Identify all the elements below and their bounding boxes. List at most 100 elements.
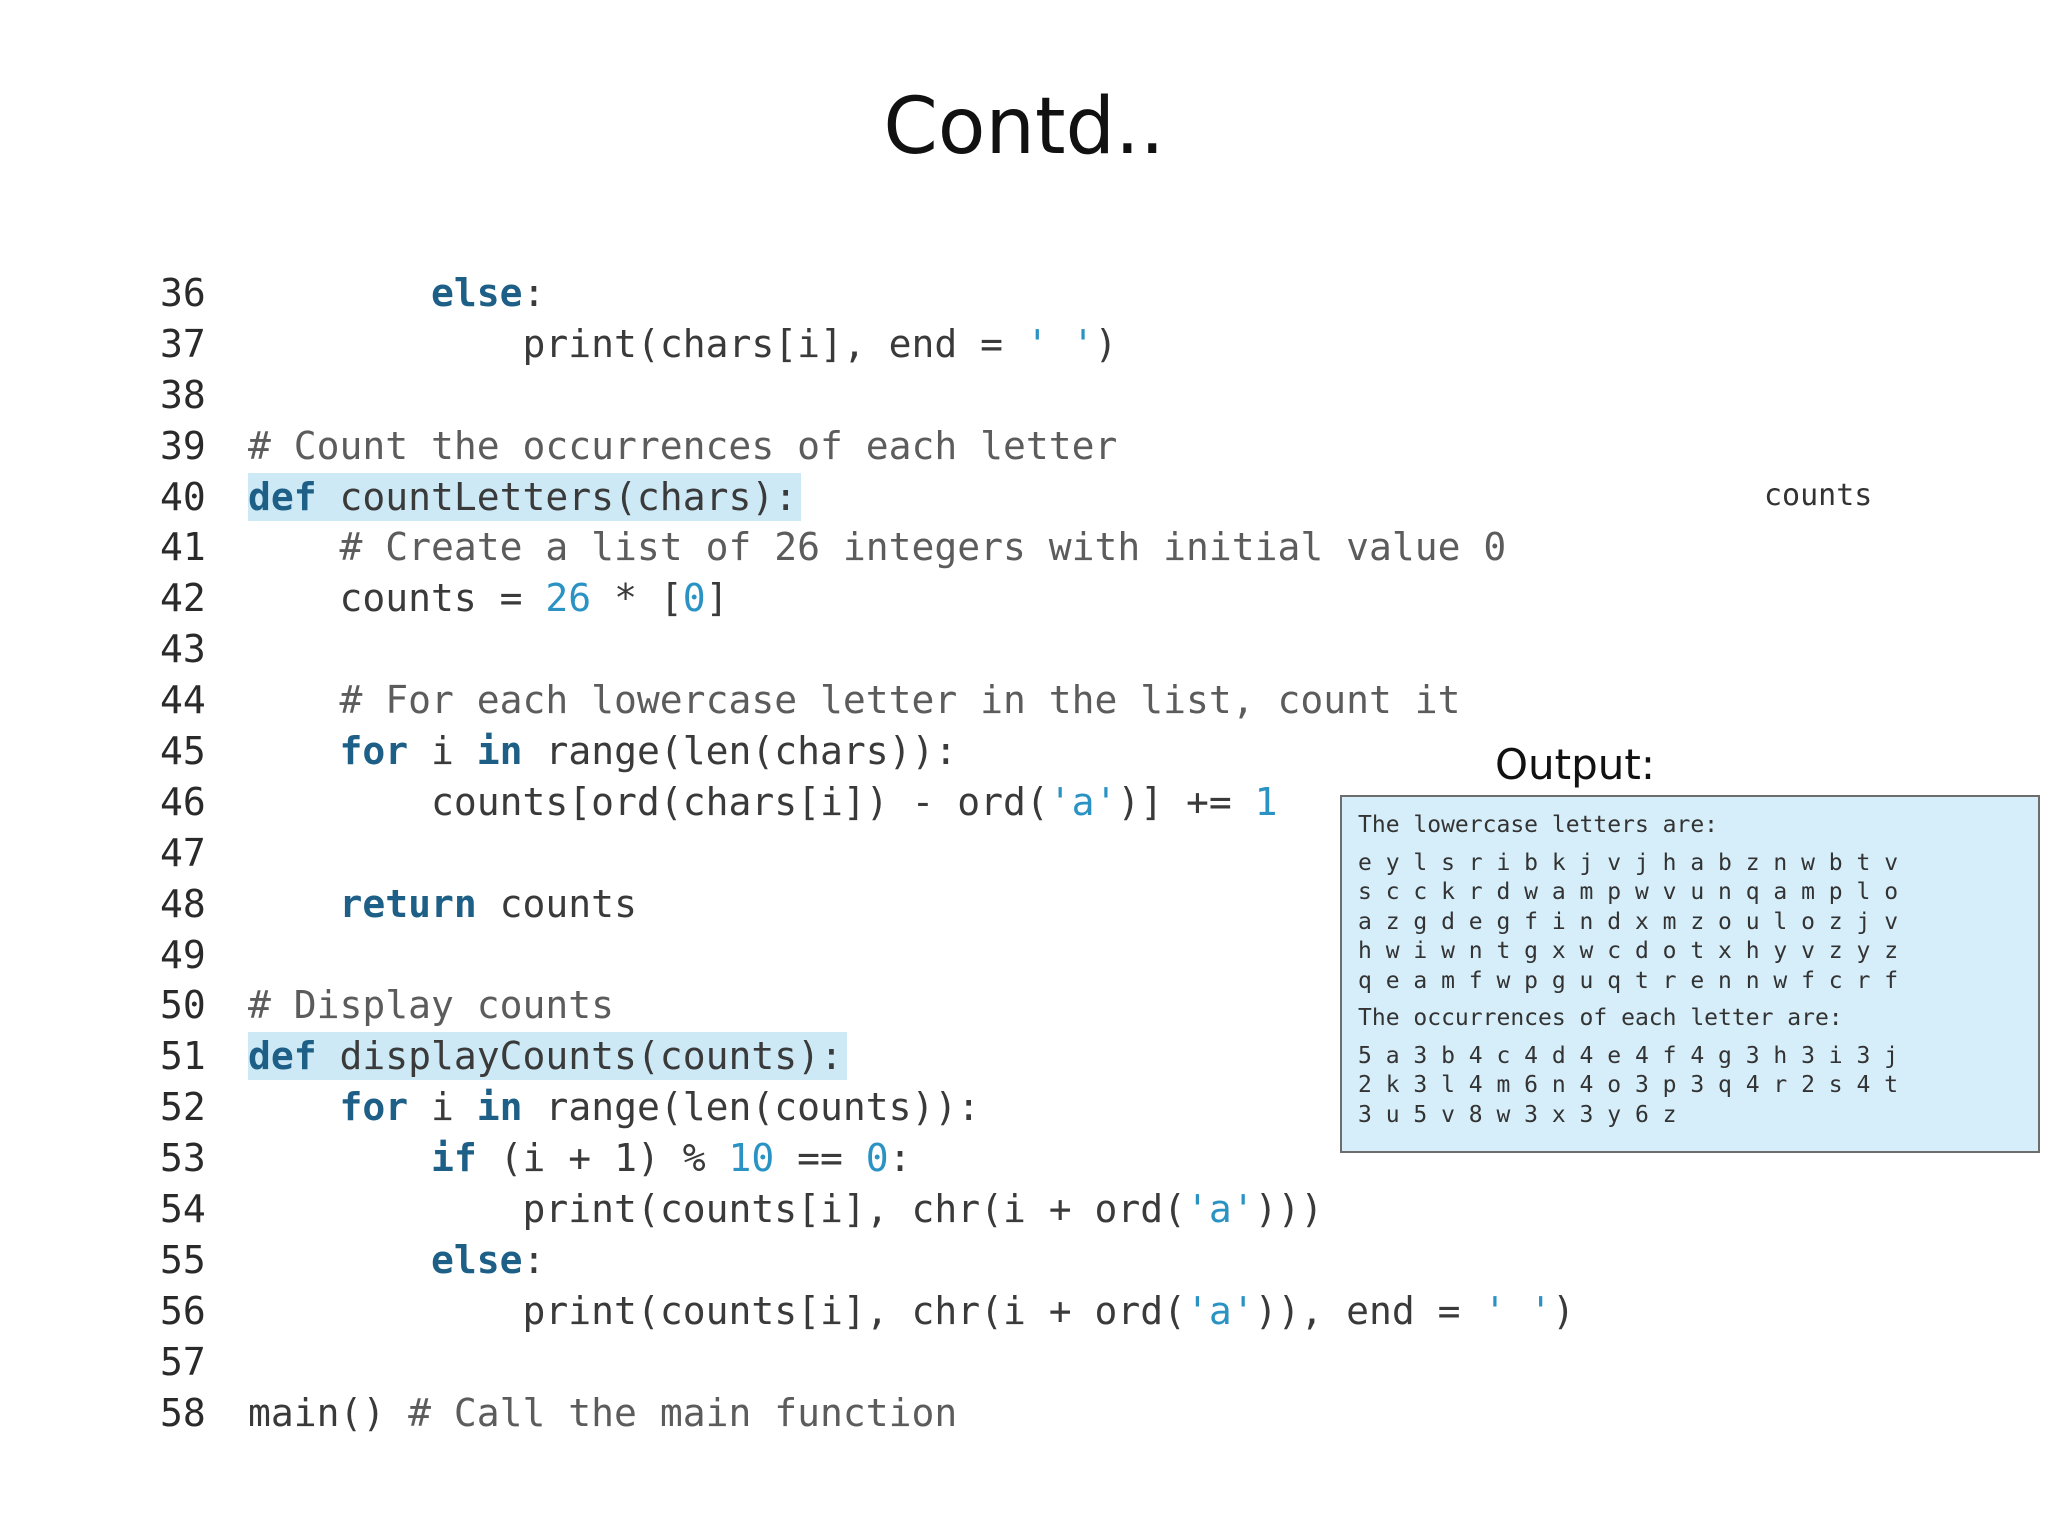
code-token: countLetters(chars): [316, 474, 798, 519]
output-gap [1358, 996, 2038, 1004]
line-number: 50 [160, 983, 206, 1028]
code-indent [248, 1238, 431, 1282]
keyword-token: for [339, 729, 409, 774]
code-body: # For each lowercase letter in the list,… [340, 678, 1461, 722]
code-line: 41 # Create a list of 26 integers with i… [160, 522, 1575, 573]
code-body: # Count the occurrences of each letter [248, 424, 1117, 468]
line-number: 45 [160, 729, 206, 774]
code-line: 38 [160, 370, 1575, 421]
code-body: else: [431, 1238, 545, 1282]
code-text: # Create a list of 26 integers with init… [248, 522, 1507, 573]
code-token: * [ [591, 576, 683, 621]
code-text: counts[ord(chars[i]) - ord('a')] += 1 [248, 777, 1278, 828]
keyword-token: else [431, 271, 523, 315]
comment-token: # Call the main function [408, 1390, 958, 1435]
string-token: ' ' [1025, 321, 1095, 366]
output-letters-row: s c c k r d w a m p w v u n q a m p l o [1358, 879, 1899, 905]
line-number: 36 [160, 271, 206, 315]
code-token: i [408, 1085, 477, 1130]
keyword-token: def [248, 474, 317, 519]
code-line: 57 [160, 1337, 1575, 1388]
code-indent [248, 882, 340, 926]
code-token: counts [476, 881, 637, 926]
line-number: 42 [160, 576, 206, 621]
code-indent [248, 525, 340, 569]
code-line: 54 print(counts[i], chr(i + ord('a'))) [160, 1184, 1575, 1235]
code-text: def countLetters(chars): [248, 472, 802, 523]
code-token: counts = [339, 576, 546, 621]
code-line: 46 counts[ord(chars[i]) - ord('a')] += 1 [160, 777, 1575, 828]
comment-token: # Create a list of 26 integers with init… [339, 525, 1507, 570]
keyword-token: else [431, 1237, 523, 1282]
number-token: 26 [545, 576, 592, 621]
output-letters-row: e y l s r i b k j v j h a b z n w b t v [1358, 849, 1899, 876]
highlighted-definition: def displayCounts(counts): [248, 1032, 847, 1081]
code-text: main() # Call the main function [248, 1388, 957, 1439]
code-body: for i in range(len(chars)): [340, 729, 958, 773]
code-body: for i in range(len(counts)): [340, 1085, 981, 1129]
highlighted-definition: def countLetters(chars): [248, 472, 802, 521]
code-text: # Count the occurrences of each letter [248, 421, 1117, 472]
line-number: 52 [160, 1085, 206, 1130]
line-number: 55 [160, 1237, 206, 1282]
output-gap [1358, 1034, 2038, 1042]
code-line: 36 else: [160, 268, 1575, 319]
code-line: 40 def countLetters(chars): [160, 472, 1575, 523]
code-line: 44 # For each lowercase letter in the li… [160, 675, 1575, 726]
code-token: : [522, 1237, 546, 1282]
code-indent [248, 1187, 523, 1231]
keyword-token: for [339, 1085, 409, 1130]
output-header-letters: The lowercase letters are: [1358, 812, 1719, 838]
number-token: 0 [865, 1136, 889, 1181]
keyword-token: def [248, 1034, 317, 1079]
code-indent [248, 1085, 340, 1129]
code-text: for i in range(len(counts)): [248, 1082, 981, 1133]
output-header-counts: The occurrences of each letter are: [1358, 1005, 1843, 1031]
keyword-token: in [476, 729, 523, 774]
code-token: (i + 1) % [476, 1136, 729, 1181]
code-line: 39 # Count the occurrences of each letter [160, 421, 1575, 472]
code-body: return counts [340, 882, 637, 926]
code-indent [248, 322, 523, 366]
line-number: 57 [160, 1339, 206, 1384]
code-body: print(counts[i], chr(i + ord('a'))) [523, 1187, 1324, 1231]
line-number: 54 [160, 1187, 206, 1232]
code-body: print(counts[i], chr(i + ord('a')), end … [523, 1289, 1575, 1333]
string-token: 'a' [1186, 1288, 1255, 1333]
code-body: counts[ord(chars[i]) - ord('a')] += 1 [431, 780, 1278, 824]
line-number: 40 [160, 474, 206, 519]
code-token: ] [705, 576, 729, 621]
keyword-token: in [476, 1085, 523, 1130]
line-number: 43 [160, 627, 206, 672]
line-number: 39 [160, 423, 206, 468]
code-line: 49 [160, 930, 1575, 981]
code-text: print(counts[i], chr(i + ord('a')), end … [248, 1286, 1575, 1337]
line-number: 56 [160, 1288, 206, 1333]
line-number: 38 [160, 372, 206, 417]
code-line: 51 def displayCounts(counts): [160, 1031, 1575, 1082]
code-token: ))) [1254, 1187, 1324, 1232]
output-letters-row: a z g d e g f i n d x m z o u l o z j v [1358, 908, 1899, 935]
code-line: 50# Display counts [160, 980, 1575, 1031]
code-indent [248, 780, 431, 824]
code-text: print(chars[i], end = ' ') [248, 319, 1118, 370]
line-number: 51 [160, 1034, 206, 1079]
code-indent [248, 271, 431, 315]
code-token: main() [248, 1390, 409, 1435]
code-indent [248, 1289, 523, 1333]
code-text: def displayCounts(counts): [248, 1031, 847, 1082]
number-token: 0 [682, 576, 706, 621]
output-counts-row: 5 a 3 b 4 c 4 d 4 e 4 f 4 g 3 h 3 i 3 j [1358, 1042, 1899, 1069]
code-text: else: [248, 268, 545, 319]
code-token: displayCounts(counts): [316, 1034, 843, 1079]
counts-label: counts [1764, 478, 1873, 513]
code-text: for i in range(len(chars)): [248, 726, 958, 777]
code-body: print(chars[i], end = ' ') [523, 322, 1118, 366]
code-body: if (i + 1) % 10 == 0: [431, 1136, 912, 1180]
slide-title: Contd.. [883, 82, 1165, 172]
code-text: print(counts[i], chr(i + ord('a'))) [248, 1184, 1324, 1235]
code-body: # Create a list of 26 integers with init… [340, 525, 1507, 569]
code-line: 47 [160, 828, 1575, 879]
code-token: range(len(chars)): [522, 729, 958, 774]
